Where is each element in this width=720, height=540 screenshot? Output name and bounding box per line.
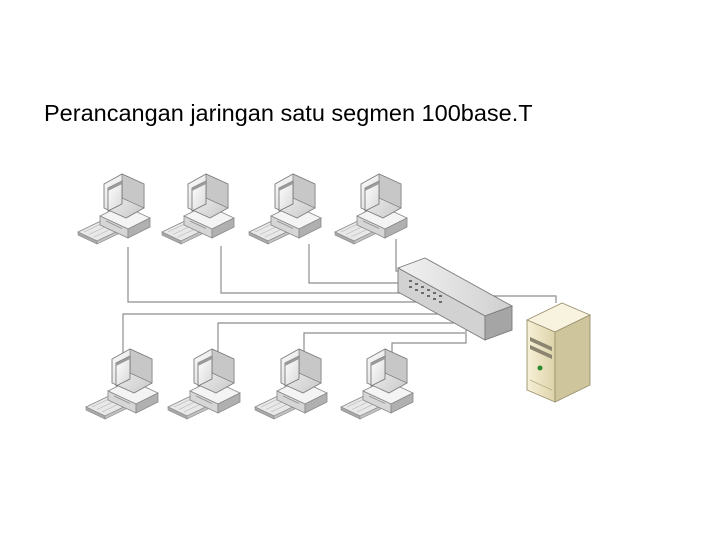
workstation-top-4 <box>334 173 408 245</box>
switch-ports <box>409 280 442 303</box>
workstation-top-1 <box>77 173 151 245</box>
cable-pc-top-1 <box>127 247 438 303</box>
cable-pc-top-3 <box>308 244 430 284</box>
workstation-bottom-4 <box>340 348 414 420</box>
cable-pc-top-2 <box>220 246 438 294</box>
network-switch <box>396 257 514 341</box>
server-power-led <box>537 365 543 371</box>
workstation-top-3 <box>248 173 322 245</box>
workstation-bottom-3 <box>254 348 328 420</box>
cable-pc-bottom-3 <box>303 332 465 357</box>
server-tower <box>525 302 592 403</box>
cable-pc-bottom-1 <box>122 313 445 355</box>
slide-title: Perancangan jaringan satu segmen 100base… <box>44 100 533 126</box>
workstation-top-2 <box>161 173 235 245</box>
cable-server <box>491 295 557 303</box>
cable-pc-bottom-2 <box>217 322 454 356</box>
workstation-bottom-1 <box>85 348 159 420</box>
workstation-bottom-2 <box>167 348 241 420</box>
